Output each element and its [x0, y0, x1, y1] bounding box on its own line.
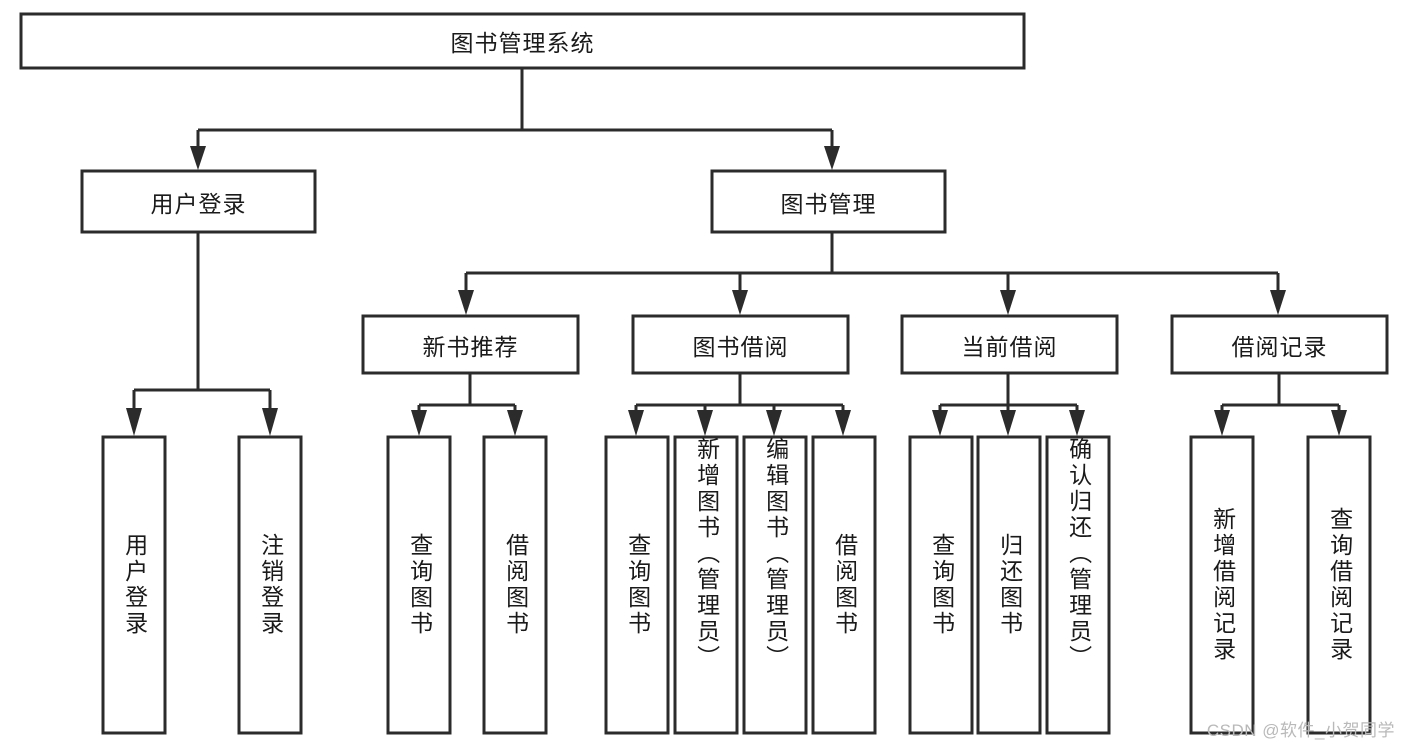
leaf-box-currentborrow-3[interactable] — [1045, 435, 1111, 735]
leaf-box-user-login-1[interactable] — [101, 435, 167, 735]
node-new-book-recommend-box[interactable] — [361, 314, 580, 375]
arrowhead-book-manage — [824, 146, 840, 170]
leaf-box-bookborrow-2[interactable] — [673, 435, 739, 735]
arrowhead-leaf-currentborrow-1 — [932, 410, 948, 436]
arrowhead-user-login — [190, 146, 206, 170]
node-user-login-box[interactable] — [80, 169, 317, 234]
leaf-box-currentborrow-1[interactable] — [908, 435, 974, 735]
arrowhead-leaf-user-login-2 — [262, 408, 278, 436]
arrowhead-leaf-borrowrecord-2 — [1331, 410, 1347, 436]
arrowhead-borrow-record — [1270, 290, 1286, 315]
leaf-box-borrowrecord-1[interactable] — [1189, 435, 1255, 735]
leaf-box-bookborrow-3[interactable] — [742, 435, 808, 735]
arrowhead-leaf-bookborrow-1 — [628, 410, 644, 436]
node-current-borrow-box[interactable] — [900, 314, 1119, 375]
leaf-box-newbook-1[interactable] — [386, 435, 452, 735]
node-root-box[interactable] — [19, 12, 1026, 70]
arrowhead-leaf-currentborrow-2 — [1000, 410, 1016, 436]
watermark-text: CSDN @软件_小贺同学 — [1206, 721, 1395, 740]
arrowhead-leaf-currentborrow-3 — [1069, 410, 1085, 436]
leaf-box-currentborrow-2[interactable] — [976, 435, 1042, 735]
arrowhead-new-book-recommend — [458, 290, 474, 315]
leaf-box-user-login-2[interactable] — [237, 435, 303, 735]
node-borrow-record-box[interactable] — [1170, 314, 1389, 375]
leaf-box-newbook-2[interactable] — [482, 435, 548, 735]
leaf-box-bookborrow-4[interactable] — [811, 435, 877, 735]
arrowhead-leaf-bookborrow-4 — [835, 410, 851, 436]
arrowhead-leaf-newbook-1 — [411, 410, 427, 436]
nodes-group — [19, 12, 1389, 735]
arrowhead-leaf-bookborrow-3 — [766, 410, 782, 436]
node-book-manage-box[interactable] — [710, 169, 947, 234]
connectors-group — [126, 68, 1347, 436]
leaf-box-borrowrecord-2[interactable] — [1306, 435, 1372, 735]
arrowhead-leaf-newbook-2 — [507, 410, 523, 436]
leaf-box-bookborrow-1[interactable] — [604, 435, 670, 735]
arrowhead-leaf-bookborrow-2 — [697, 410, 713, 436]
arrowhead-leaf-borrowrecord-1 — [1214, 410, 1230, 436]
arrowhead-book-borrow — [732, 290, 748, 315]
arrowhead-current-borrow — [1000, 290, 1016, 315]
arrowhead-leaf-user-login-1 — [126, 408, 142, 436]
node-book-borrow-box[interactable] — [631, 314, 850, 375]
